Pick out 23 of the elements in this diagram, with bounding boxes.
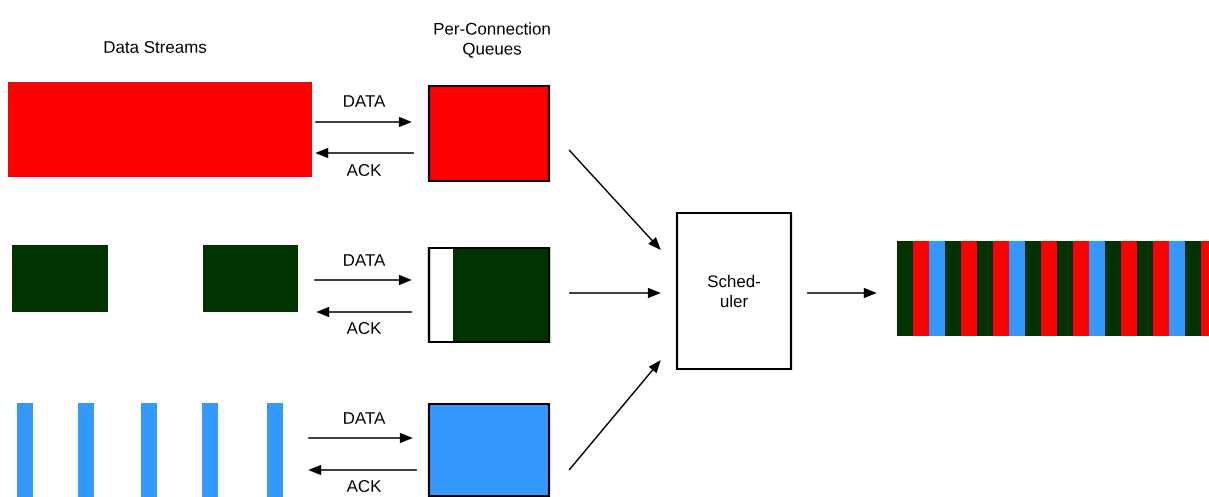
data-block	[203, 245, 298, 312]
interleaved-output-bar	[897, 241, 1209, 336]
edge-label: DATA	[341, 94, 387, 108]
arrow	[568, 360, 661, 471]
queue-box	[427, 402, 551, 497]
data-stream-bar	[8, 82, 312, 177]
scheduler-box: Sched- uler	[675, 211, 793, 371]
packet-bar	[141, 403, 157, 497]
edge-label: DATA	[341, 411, 387, 425]
column-heading: Per-Connection Queues	[434, 22, 550, 58]
queue-box	[427, 246, 551, 344]
packet-bar	[17, 403, 33, 497]
packet-bar	[202, 403, 218, 497]
data-block	[12, 245, 108, 312]
queue-box	[427, 84, 551, 183]
packet-bar	[267, 403, 283, 497]
edge-label: ACK	[345, 321, 383, 335]
arrow	[568, 149, 661, 250]
edge-label: ACK	[345, 479, 383, 493]
edge-label: ACK	[345, 163, 383, 177]
edge-label: DATA	[341, 253, 387, 267]
column-heading: Data Streams	[104, 41, 207, 53]
packet-bar	[78, 403, 94, 497]
